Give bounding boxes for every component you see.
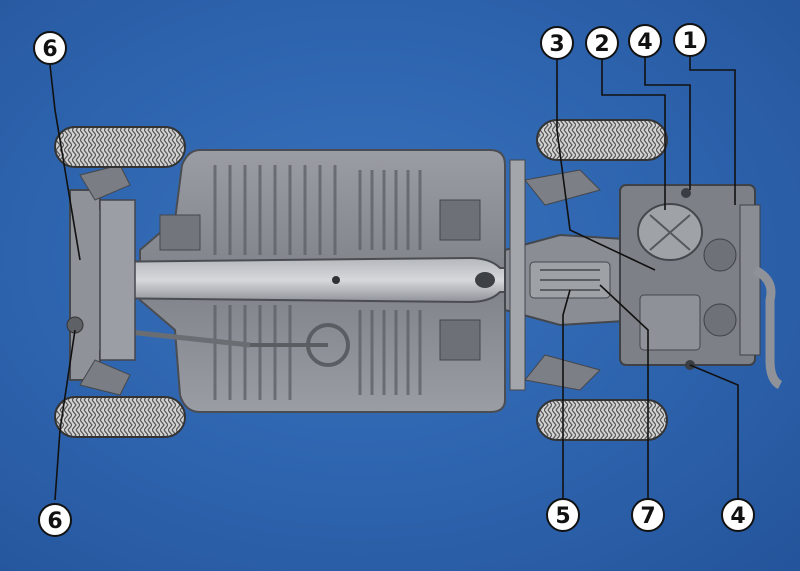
callout-2-label: 2 (594, 32, 609, 57)
callout-6-top-label: 6 (42, 37, 57, 62)
callout-4-bottom-label: 4 (730, 504, 745, 529)
callout-5-label: 5 (555, 504, 570, 529)
callout-4-top-label: 4 (637, 30, 652, 55)
engine (619, 184, 783, 390)
front-tire-top (54, 126, 186, 168)
leader-5 (562, 289, 571, 498)
rear-tire-bottom (536, 399, 668, 441)
callout-5: 5 (546, 498, 580, 532)
callout-6-top: 6 (33, 31, 67, 65)
front-tire-bottom (54, 396, 186, 438)
central-tunnel (84, 256, 521, 304)
leader-7 (599, 284, 649, 498)
rear-tire-top (536, 119, 668, 161)
leader-3 (556, 60, 656, 271)
callout-2: 2 (585, 26, 619, 60)
leader-6-bottom (54, 329, 76, 501)
leader-lines (49, 55, 739, 501)
callout-6-bottom-label: 6 (47, 509, 62, 534)
leader-1 (689, 55, 736, 205)
callout-6-bottom: 6 (38, 503, 72, 537)
leader-2 (601, 60, 666, 210)
callout-4-bottom: 4 (721, 498, 755, 532)
callout-1-label: 1 (682, 29, 697, 54)
callout-7-label: 7 (640, 504, 655, 529)
callout-1: 1 (673, 23, 707, 57)
rear-frame (504, 159, 641, 391)
callout-3: 3 (540, 26, 574, 60)
callout-4-top: 4 (628, 24, 662, 58)
leader-4-top (644, 58, 691, 190)
leader-4-bottom (689, 364, 739, 498)
front-axle (66, 164, 136, 396)
callout-7: 7 (631, 498, 665, 532)
callout-3-label: 3 (549, 32, 564, 57)
leader-6-top (49, 64, 81, 261)
